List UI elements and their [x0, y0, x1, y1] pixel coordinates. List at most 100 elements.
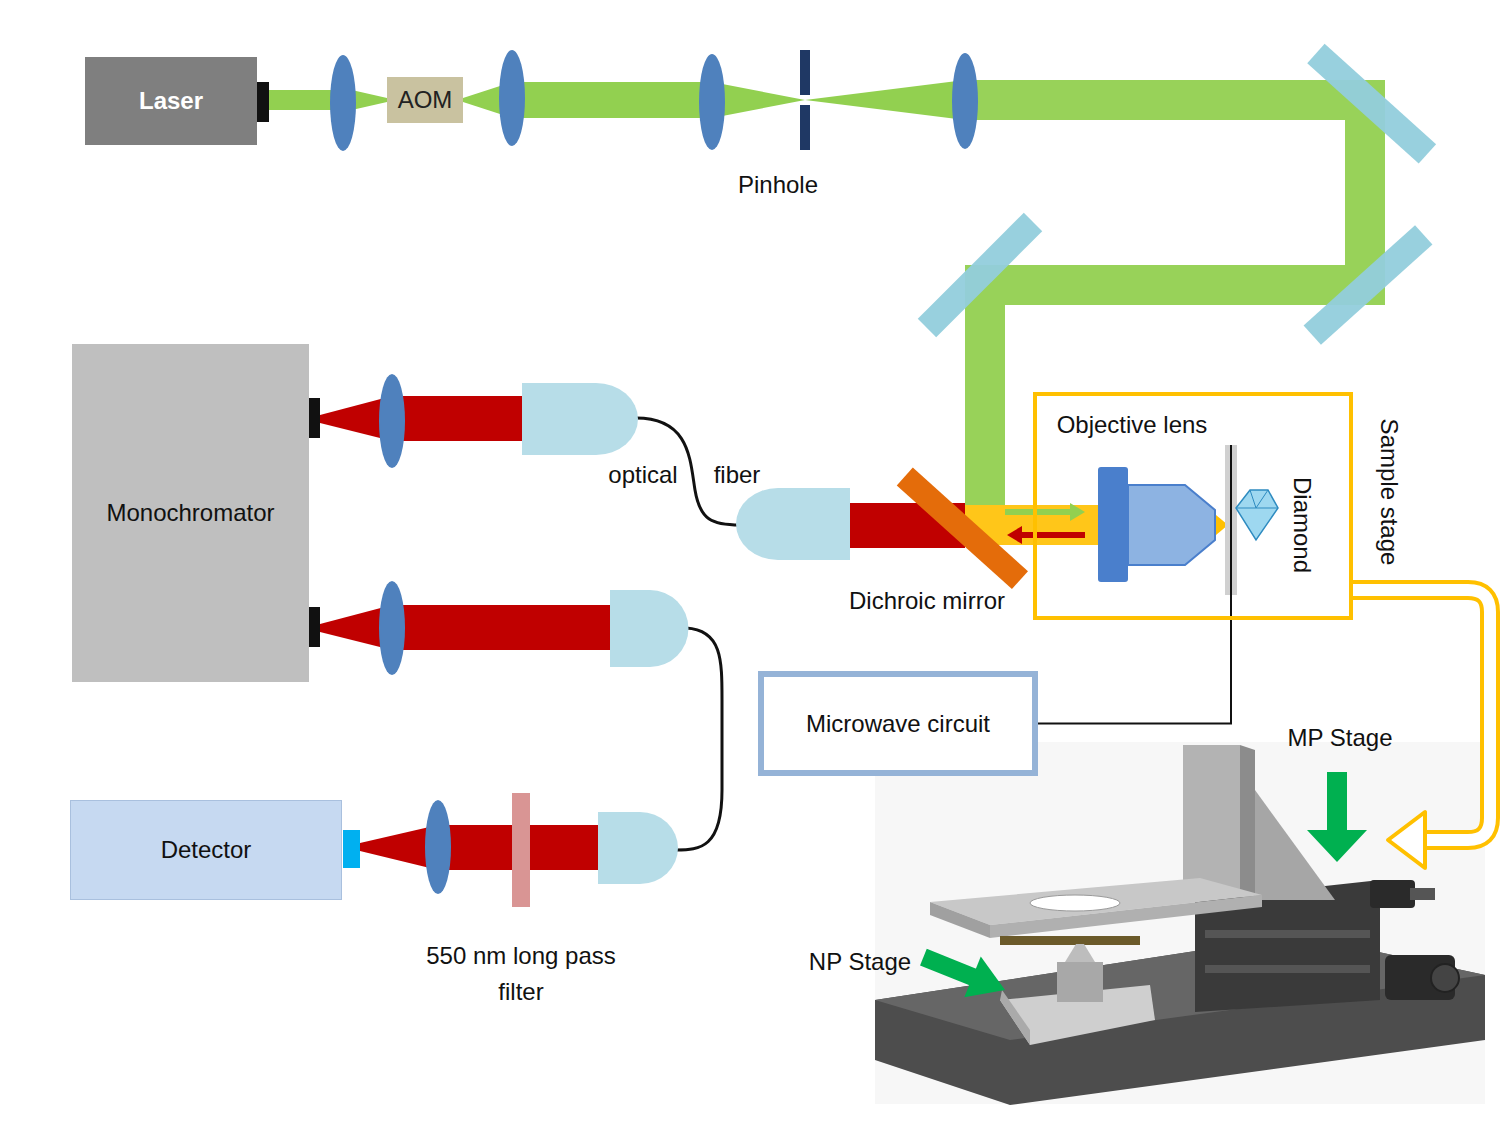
green-laser-beam — [712, 82, 805, 118]
fiber-collimator — [522, 383, 638, 455]
port — [257, 82, 269, 122]
positioning-arrow — [964, 956, 1013, 1010]
lens — [425, 800, 451, 894]
part-label: Pinhole — [738, 167, 818, 203]
dichroic-mirror — [897, 468, 1028, 590]
lens — [499, 50, 525, 146]
positioning-arrow — [915, 772, 1367, 1010]
part-label: Objective lens — [1057, 407, 1208, 443]
port — [343, 830, 360, 868]
diamond-sample — [1250, 490, 1268, 508]
lens — [379, 581, 405, 675]
positioning-arrow — [920, 949, 979, 987]
stage-illustration — [1183, 745, 1240, 900]
stage-illustration — [1431, 964, 1459, 992]
mount-arrow — [1388, 812, 1425, 868]
part-label: fiber — [714, 457, 761, 493]
dichroic-mirror — [897, 468, 1028, 590]
pinhole — [800, 50, 810, 95]
green-laser-beam — [266, 80, 1365, 505]
diamond-sample — [1225, 445, 1278, 620]
node-label: AOM — [398, 86, 453, 114]
mount-arrow — [1353, 590, 1490, 840]
stage-illustration — [1000, 936, 1140, 945]
beam-direction-arrow — [1005, 509, 1072, 515]
monochromator-box: Monochromator — [72, 344, 309, 682]
objective-lens — [1128, 485, 1215, 565]
node-label: Microwave circuit — [806, 710, 990, 738]
stage-illustration — [875, 742, 1485, 1105]
green-laser-beam — [965, 100, 1365, 505]
positioning-arrow — [1307, 830, 1367, 862]
mirror — [918, 44, 1436, 345]
node-label: Sample stage — [1375, 419, 1403, 566]
lens — [379, 374, 405, 468]
diamond-sample — [1236, 508, 1278, 509]
fiber-collimator — [522, 383, 850, 884]
part-label: MP Stage — [1288, 720, 1393, 756]
long-pass-filter — [512, 793, 530, 907]
beam-direction-arrow — [1020, 532, 1085, 538]
stage-illustration — [875, 742, 1485, 1104]
pinhole — [800, 50, 810, 150]
green-laser-beam — [805, 80, 965, 120]
port — [308, 607, 320, 647]
beam-direction-arrow — [1005, 503, 1085, 544]
lens — [330, 55, 356, 151]
laser-box: Laser — [85, 57, 257, 145]
red-fluorescence-beam — [320, 396, 965, 870]
stage-illustration — [875, 935, 1485, 1105]
mirror — [918, 213, 1042, 337]
optical-fiber — [676, 628, 722, 850]
red-fluorescence-beam — [320, 396, 522, 441]
mount-arrow — [1353, 590, 1490, 840]
beam-direction-arrow — [1007, 526, 1022, 544]
stage-illustration — [1240, 745, 1255, 900]
part-label: 550 nm long pass filter — [426, 938, 616, 1010]
stage-illustration — [1370, 880, 1415, 908]
diamond-sample — [1230, 445, 1232, 620]
stage-illustration — [1205, 965, 1370, 973]
stage-illustration — [1410, 888, 1435, 900]
stage-illustration — [1000, 990, 1030, 1045]
long-pass-filter — [512, 793, 530, 907]
mirror — [1307, 44, 1436, 164]
mirror — [1304, 225, 1433, 345]
lens — [699, 54, 725, 150]
red-fluorescence-beam — [320, 605, 612, 650]
stage-illustration — [930, 902, 990, 938]
positioning-arrow — [915, 937, 1013, 1011]
stage-illustration — [990, 895, 1262, 938]
objective-lens — [1098, 467, 1215, 582]
microwave-circuit-box: Microwave circuit — [758, 671, 1038, 776]
node-label: Monochromator — [106, 499, 274, 527]
objective-lens — [1098, 467, 1128, 582]
node-label: Detector — [161, 836, 252, 864]
fiber-collimator — [610, 590, 688, 667]
diamond-sample — [1236, 490, 1278, 540]
positioning-arrow — [1327, 772, 1347, 832]
wire-connector — [1038, 620, 1231, 724]
part-label: Diamond — [1284, 477, 1320, 573]
part-label: Dichroic mirror — [849, 583, 1005, 619]
stage-illustration — [1030, 895, 1120, 911]
fiber-collimator — [736, 488, 850, 560]
lens — [952, 53, 978, 149]
beam-direction-arrow — [1070, 503, 1085, 521]
part-label: optical — [608, 457, 677, 493]
part-label: NP Stage — [809, 944, 911, 980]
red-fluorescence-beam — [360, 825, 600, 870]
aom-box: AOM — [387, 77, 463, 123]
stage-illustration — [1205, 930, 1370, 938]
detector-box: Detector — [70, 800, 342, 900]
port — [308, 398, 320, 438]
stage-illustration — [1065, 944, 1095, 962]
node-label: Laser — [139, 87, 203, 115]
fiber-collimator — [598, 812, 678, 884]
stage-illustration — [1057, 962, 1103, 1002]
wire-connector — [1038, 620, 1231, 724]
pinhole — [800, 105, 810, 150]
stage-illustration — [875, 935, 1485, 1040]
green-laser-beam — [512, 82, 712, 118]
